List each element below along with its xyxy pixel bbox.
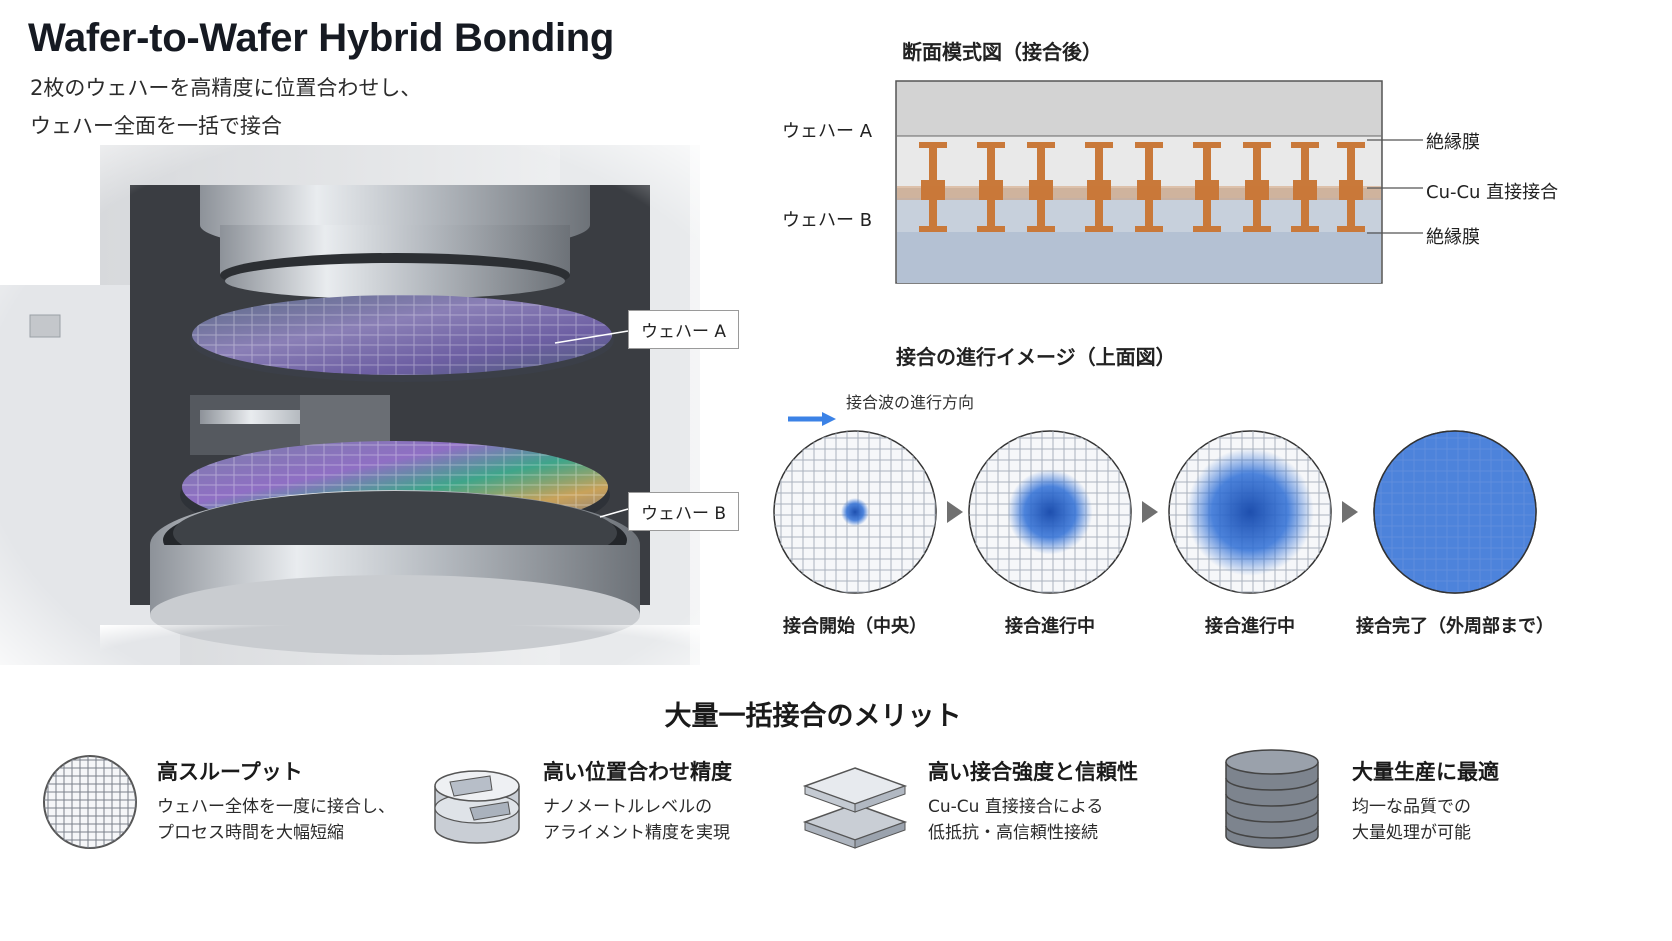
cu-via-pair [1337,142,1365,232]
cross-section-wafer-b-label: ウェハー B [782,210,873,231]
bond-stage-wafer [1373,430,1537,594]
wafer-stack-icon [1225,749,1319,849]
cu-interconnects [919,142,1365,232]
wafer-grid-icon [43,755,137,849]
cross-section-wafer-a-label: ウェハー A [782,121,873,142]
stage-label: 接合進行中 [1005,616,1095,637]
cu-via-pair [1135,142,1163,232]
stage-arrow-icon [947,501,963,523]
cross-section-leader-lines [1367,139,1423,234]
page-title: Wafer-to-Wafer Hybrid Bonding [28,16,615,60]
bonded-region [1374,431,1536,593]
merit-2-title: 高い位置合わせ精度 [543,760,732,784]
bonded-region [1186,448,1314,576]
bonded-layers-icon [802,767,908,849]
subtitle-line-2: ウェハー全面を一括で接合 [30,114,282,138]
bond-stage-wafer [773,430,937,594]
label-insulator-top: 絶縁膜 [1426,132,1480,153]
progress-title: 接合の進行イメージ（上面図） [896,345,1176,369]
bond-stage-wafer [1168,430,1332,594]
cu-via-pair [919,142,947,232]
cu-via-pair [1027,142,1055,232]
bonded-region [841,498,869,526]
stage-arrow-icon [1342,501,1358,523]
bond-stage-wafer [968,430,1132,594]
wafer-a-callout: ウェハー A [628,310,740,349]
merit-3-line-2: 低抵抗・高信頼性接続 [928,823,1098,843]
stage-label: 接合進行中 [1205,616,1295,637]
label-cu-cu-bond: Cu-Cu 直接接合 [1426,182,1559,203]
merit-3-title: 高い接合強度と信頼性 [928,760,1138,784]
merit-2-line-2: アライメント精度を実現 [543,823,730,843]
merit-4-line-2: 大量処理が可能 [1352,823,1471,843]
stage-arrow-icon [1142,501,1158,523]
cross-section-diagram [895,80,1383,284]
merit-1-title: 高スループット [157,760,303,784]
wafer-b-callout: ウェハー B [628,492,740,531]
cu-via-pair [1291,142,1319,232]
label-insulator-bottom: 絶縁膜 [1426,227,1480,248]
bond-wave-arrow-icon [788,412,836,426]
merit-3-line-1: Cu-Cu 直接接合による [928,797,1104,817]
bonding-machine-illustration [0,145,760,705]
merit-1-line-2: プロセス時間を大幅短縮 [157,823,344,843]
merits-title: 大量一括接合のメリット [664,701,962,732]
merit-1-line-1: ウェハー全体を一度に接合し、 [157,797,395,817]
cross-section-title: 断面模式図（接合後） [902,40,1102,64]
aligned-wafer-stack-icon [434,770,520,844]
cu-via-pair [1243,142,1271,232]
bonded-region [1007,469,1093,555]
subtitle-line-1: 2枚のウェハーを高精度に位置合わせし、 [30,76,422,100]
cu-via-pair [1085,142,1113,232]
stage-label: 接合開始（中央） [783,616,927,637]
cu-via-pair [977,142,1005,232]
cu-via-pair [1193,142,1221,232]
stage-label: 接合完了（外周部まで） [1356,616,1554,637]
legend-bond-wave: 接合波の進行方向 [846,393,975,412]
merit-4-line-1: 均一な品質での [1352,797,1471,817]
merit-4-title: 大量生産に最適 [1352,760,1499,784]
merit-2-line-1: ナノメートルレベルの [543,797,713,817]
